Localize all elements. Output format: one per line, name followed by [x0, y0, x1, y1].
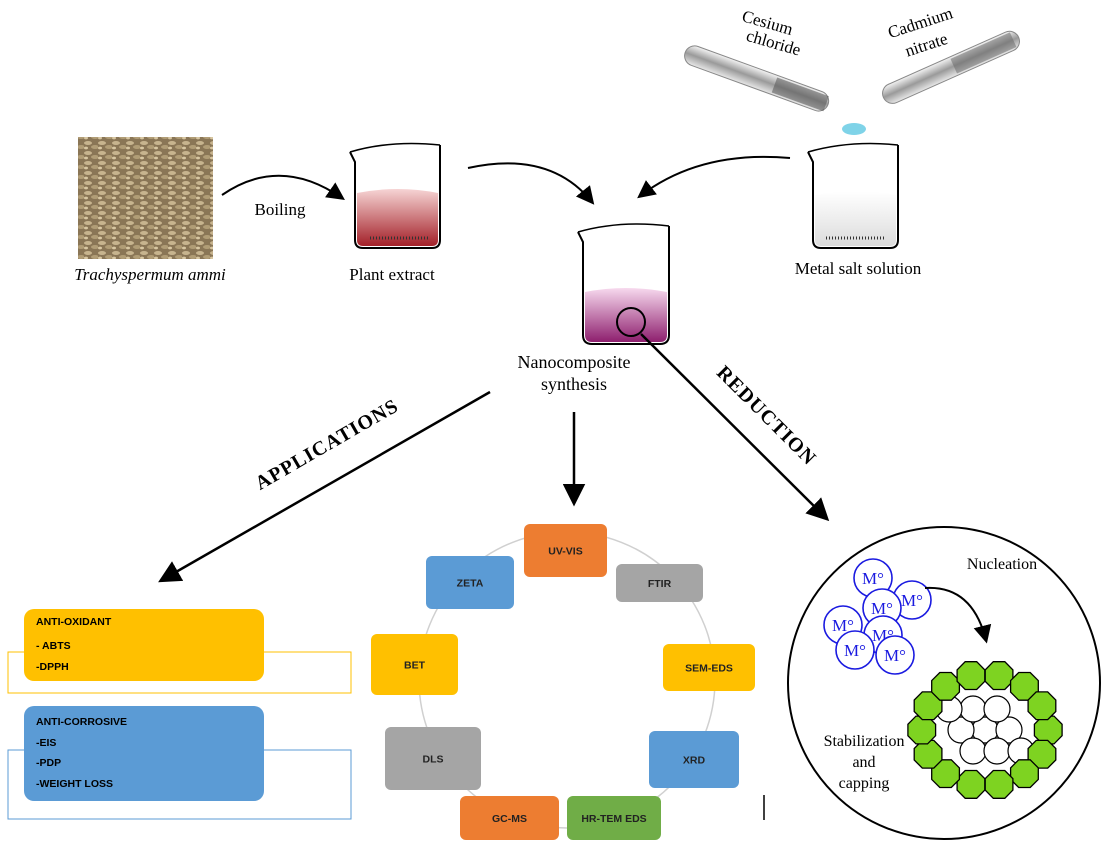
- magnifier-icon: [616, 307, 646, 337]
- metal-atom-label: M°: [832, 616, 854, 635]
- stabilization-label-line1: Stabilization: [824, 733, 905, 750]
- stabilization-label-line2: and: [852, 754, 875, 771]
- metal-atom-label: M°: [862, 569, 884, 588]
- characterization-label: HR-TEM EDS: [581, 813, 646, 825]
- characterization-label: ZETA: [457, 578, 484, 590]
- antioxidant-title: ANTI-OXIDANT: [36, 616, 112, 628]
- characterization-box: [524, 524, 607, 577]
- characterization-box: [649, 731, 739, 788]
- capping-agent-icon: [913, 739, 943, 769]
- capped-nanoparticle: [907, 661, 1063, 799]
- metal-salt-beaker: [807, 123, 899, 249]
- particle-core: [959, 737, 987, 765]
- characterization-box: [616, 564, 703, 602]
- characterization-box: [385, 727, 481, 790]
- characterization-box: [567, 796, 661, 840]
- salt-to-synthesis-arrow: [637, 155, 791, 199]
- reduction-label: REDUCTION: [712, 362, 820, 470]
- characterization-box: [663, 644, 755, 691]
- anticorrosive-title: ANTI-CORROSIVE: [36, 716, 127, 728]
- extract-to-synthesis-arrow: [467, 162, 595, 205]
- capping-agent-icon: [984, 661, 1014, 691]
- characterization-cycle: UV-VIS FTIR SEM-EDS XRD HR-TEM EDS GC-MS DLS BE…: [371, 524, 755, 840]
- applications-arrow: [158, 390, 491, 583]
- metal-salt-label: Metal salt solution: [795, 259, 922, 278]
- capping-agent-icon: [1033, 715, 1063, 745]
- particle-core: [947, 716, 975, 744]
- capping-agent-icon: [907, 715, 937, 745]
- metal-atom-icon: [875, 635, 915, 675]
- capping-agent-icon: [956, 661, 986, 691]
- cesium-chloride-tube: [684, 45, 830, 112]
- plant-name-label: Trachyspermum ammi: [74, 265, 226, 284]
- characterization-box: [426, 556, 514, 609]
- metal-atom-label: M°: [844, 641, 866, 660]
- boiling-arrow: [221, 174, 345, 201]
- seeds-image: [78, 137, 213, 259]
- capping-agent-icon: [1009, 759, 1039, 789]
- particle-core: [995, 716, 1023, 744]
- synthesis-label-line1: Nanocomposite: [518, 352, 631, 372]
- capping-agent-icon: [1027, 739, 1057, 769]
- nucleation-label: Nucleation: [967, 556, 1037, 573]
- anticorrosive-box: ANTI-CORROSIVE -EIS -PDP -WEIGHT LOSS: [7, 706, 352, 820]
- anticorrosive-item: -PDP: [36, 757, 61, 769]
- characterization-label: DLS: [423, 754, 444, 766]
- capping-agent-icon: [1027, 691, 1057, 721]
- particle-core: [959, 695, 987, 723]
- cadmium-nitrate-tube: [882, 30, 1020, 104]
- applications-label: APPLICATIONS: [252, 395, 403, 495]
- antioxidant-item: - ABTS: [36, 640, 71, 652]
- characterization-label: SEM-EDS: [685, 663, 733, 675]
- boiling-label: Boiling: [254, 200, 306, 219]
- anticorrosive-item: -WEIGHT LOSS: [36, 778, 113, 790]
- antioxidant-panel: [24, 609, 264, 681]
- plant-extract-label: Plant extract: [349, 265, 435, 284]
- metal-atom-icon: [835, 630, 875, 670]
- particle-core: [983, 737, 1011, 765]
- antioxidant-item: -DPPH: [36, 661, 69, 673]
- characterization-label: GC-MS: [492, 813, 527, 825]
- synthesis-label-line2: synthesis: [541, 374, 607, 394]
- characterization-box: [460, 796, 559, 840]
- characterization-label: BET: [404, 660, 426, 672]
- anticorrosive-item: -EIS: [36, 737, 56, 749]
- characterization-label: FTIR: [648, 578, 672, 590]
- characterization-label: XRD: [683, 755, 706, 767]
- synthesis-beaker: [577, 223, 670, 345]
- capping-agent-icon: [931, 671, 961, 701]
- capping-agent-icon: [1009, 671, 1039, 701]
- characterization-label: UV-VIS: [548, 546, 582, 558]
- metal-atom-label: M°: [884, 646, 906, 665]
- metal-atoms: M°M°M°M°M°M°M°: [823, 558, 932, 675]
- particle-core: [983, 695, 1011, 723]
- antioxidant-box: ANTI-OXIDANT - ABTS -DPPH: [7, 609, 352, 694]
- characterization-box: [371, 634, 458, 695]
- reduction-arrow: [640, 333, 830, 522]
- stabilization-label-line3: capping: [839, 775, 890, 792]
- capping-agent-icon: [984, 769, 1014, 799]
- capping-agent-icon: [956, 769, 986, 799]
- plant-extract-beaker: [349, 142, 441, 249]
- metal-atom-label: M°: [871, 599, 893, 618]
- anticorrosive-panel: [24, 706, 264, 801]
- nucleation-arrow: [924, 586, 992, 644]
- metal-atom-label: M°: [901, 591, 923, 610]
